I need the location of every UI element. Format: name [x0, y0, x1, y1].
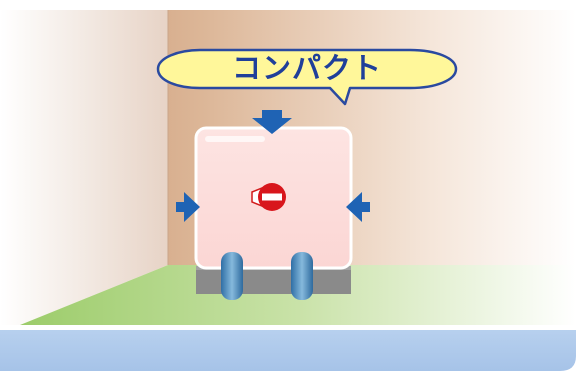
right-arrow-icon [176, 192, 200, 222]
side-wall [0, 10, 168, 325]
down-arrow-icon [252, 110, 292, 134]
pipe-right [291, 252, 313, 300]
bottom-band [0, 330, 576, 371]
left-arrow-icon [346, 192, 370, 222]
speech-bubble [156, 48, 458, 106]
compact-label: コンパクト [231, 51, 382, 85]
no-entry-icon [251, 183, 286, 211]
unit-base [196, 266, 351, 294]
pipe-left [221, 252, 243, 300]
